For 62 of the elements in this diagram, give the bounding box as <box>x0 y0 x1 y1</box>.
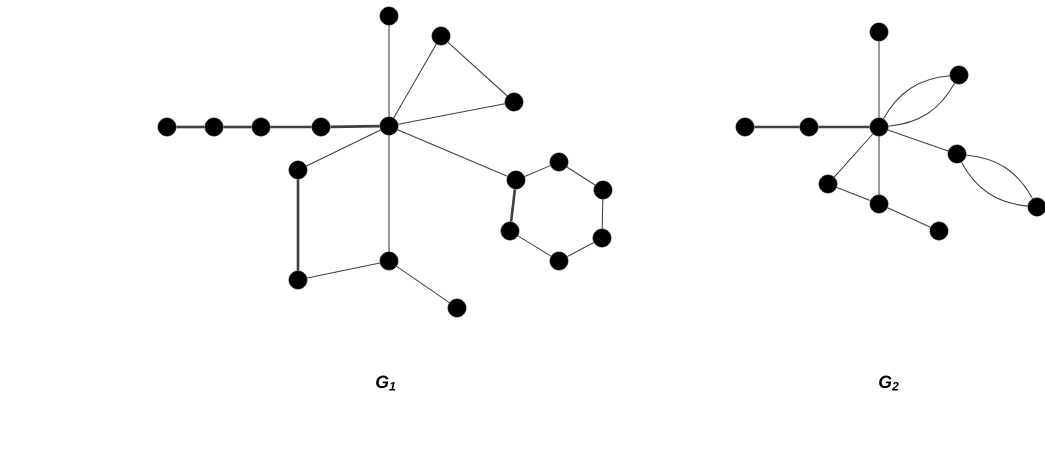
vertex <box>549 251 569 271</box>
vertex <box>593 180 613 200</box>
vertex <box>311 117 331 137</box>
edge <box>818 125 870 129</box>
edge <box>878 40 880 119</box>
edge <box>833 133 874 178</box>
vertex <box>379 251 399 271</box>
edge <box>270 125 312 129</box>
edge <box>306 262 381 279</box>
edge <box>447 41 508 97</box>
graph-label: G$_{2}$ <box>879 375 899 391</box>
vertex <box>504 92 524 112</box>
edge <box>396 265 450 304</box>
vertex <box>549 152 569 172</box>
edge <box>960 161 1029 207</box>
edge <box>393 43 437 119</box>
edge <box>305 129 382 167</box>
vertex <box>288 160 308 180</box>
vertex <box>447 298 467 318</box>
vertex <box>431 26 451 46</box>
vertex <box>949 65 969 85</box>
edge <box>397 103 506 125</box>
edge <box>566 241 595 258</box>
edge <box>509 189 517 222</box>
edge <box>754 125 800 129</box>
edge <box>836 186 871 202</box>
vertex <box>204 117 224 137</box>
vertex <box>929 221 949 241</box>
vertex <box>947 144 967 164</box>
edge <box>601 198 604 230</box>
vertex <box>735 117 755 137</box>
edge <box>517 235 552 257</box>
edge <box>887 207 931 228</box>
edge <box>887 82 955 127</box>
vertex <box>799 117 819 137</box>
edge <box>397 129 508 177</box>
vertex <box>500 221 520 241</box>
edge <box>883 75 951 120</box>
vertex <box>506 170 526 190</box>
vertex <box>818 174 838 194</box>
edge <box>388 24 390 118</box>
edge <box>388 134 390 253</box>
edge <box>296 179 300 271</box>
vertex <box>869 194 889 214</box>
vertex <box>379 6 399 26</box>
vertex <box>592 228 612 248</box>
vertex <box>869 22 889 42</box>
vertex <box>379 116 399 136</box>
vertex <box>1027 197 1045 217</box>
vertex <box>251 117 271 137</box>
edge <box>887 129 949 152</box>
edge <box>176 125 205 129</box>
edge <box>223 125 252 129</box>
edge <box>965 154 1034 200</box>
graph-label: G$_{1}$ <box>376 375 396 391</box>
edge <box>566 166 596 186</box>
vertex <box>157 117 177 137</box>
edge <box>878 135 880 196</box>
vertex <box>288 270 308 290</box>
vertex <box>869 117 889 137</box>
edge <box>330 124 380 129</box>
edge <box>524 165 551 177</box>
